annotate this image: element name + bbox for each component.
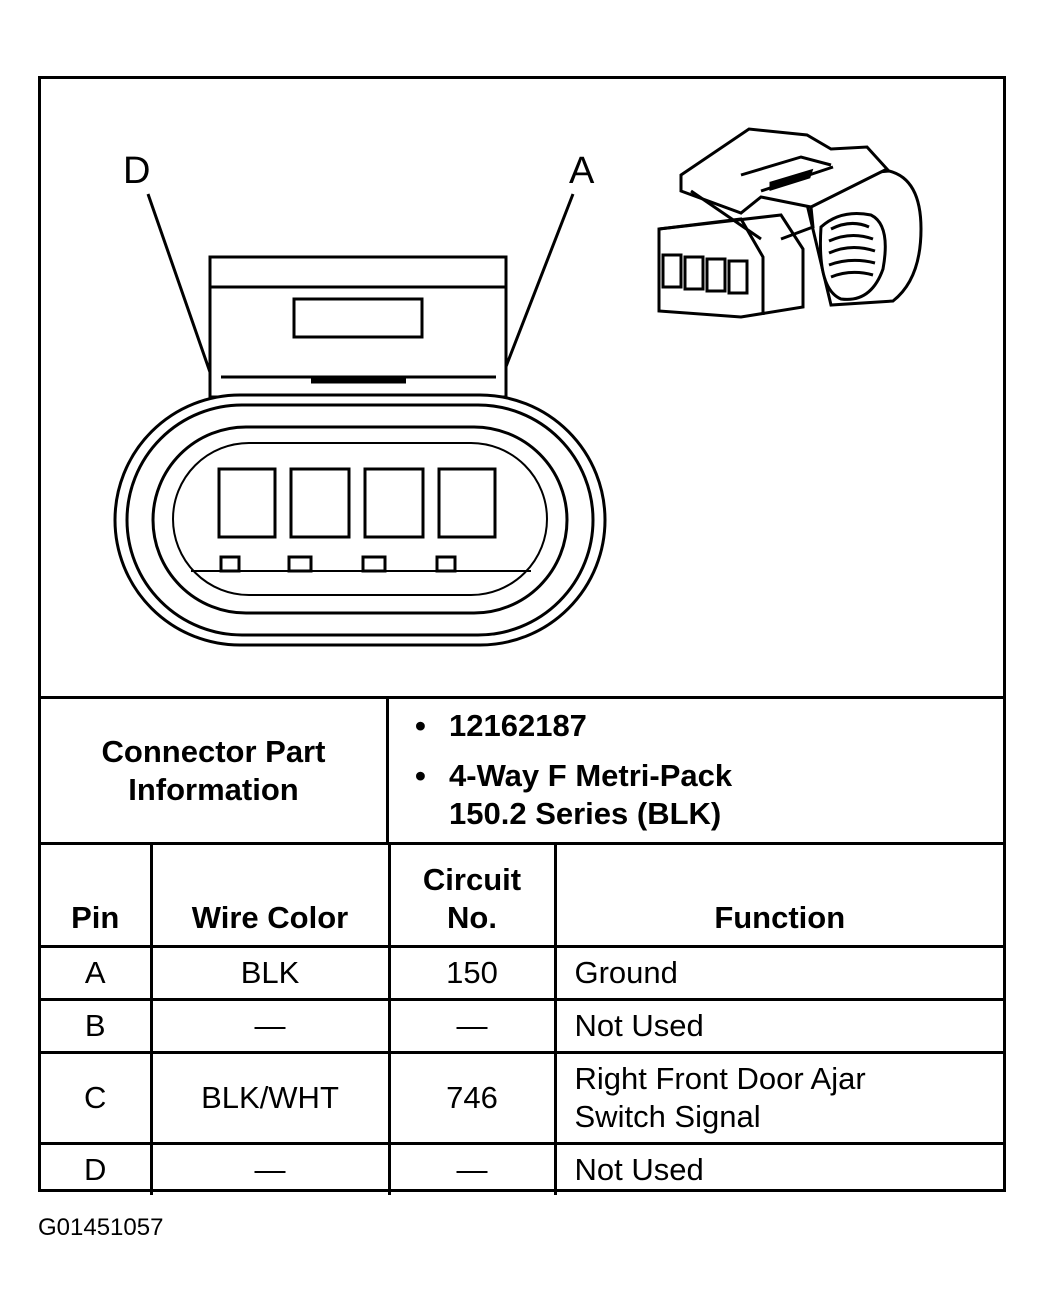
table-row: D — — Not Used xyxy=(41,1142,1003,1195)
pin-cell: D xyxy=(41,1142,153,1195)
figure-id: G01451057 xyxy=(38,1214,164,1241)
function-cell: Not Used xyxy=(553,1142,1003,1195)
header-circuit-line-2: No. xyxy=(447,900,497,935)
pin-cell: A xyxy=(41,945,153,1001)
wire-color-cell: BLK xyxy=(149,945,391,1001)
part-info-label-line-1: Connector Part xyxy=(101,733,326,769)
header-circuit-line-1: Circuit xyxy=(422,862,522,897)
connector-type-line-1: 4-Way F Metri-Pack xyxy=(449,758,733,793)
function-cell: Not Used xyxy=(553,998,1003,1054)
connector-type-line-2: 150.2 Series (BLK) xyxy=(449,796,722,831)
header-function: Function xyxy=(553,842,1003,948)
circuit-cell: — xyxy=(387,998,557,1054)
bullet-icon: • xyxy=(415,758,426,793)
wire-color-cell: — xyxy=(149,998,391,1054)
table-row: B — — Not Used xyxy=(41,998,1003,1054)
connector-part-info-values: • 12162187 • 4-Way F Metri-Pack 150.2 Se… xyxy=(389,699,1003,842)
pin-table: Pin Wire Color Circuit No. Function A BL… xyxy=(41,842,1003,1195)
connector-3d-icon xyxy=(657,127,923,319)
function-line: Not Used xyxy=(574,1152,704,1187)
connector-type-item: • 4-Way F Metri-Pack 150.2 Series (BLK) xyxy=(415,757,1003,833)
function-line-2: Switch Signal xyxy=(574,1099,761,1134)
header-pin: Pin xyxy=(41,842,153,948)
function-line: Not Used xyxy=(574,1008,704,1043)
function-cell: Right Front Door Ajar Switch Signal xyxy=(553,1051,1003,1145)
pin-cell: C xyxy=(41,1051,153,1145)
function-line: Ground xyxy=(574,955,678,990)
part-number-item: • 12162187 xyxy=(415,707,1003,745)
connector-diagram-svg: D A xyxy=(113,127,923,647)
connector-face-icon xyxy=(113,255,607,647)
header-wire-color: Wire Color xyxy=(149,842,391,948)
connector-figure-frame: D A xyxy=(38,76,1006,1195)
wire-color-cell: BLK/WHT xyxy=(149,1051,391,1145)
function-cell: Ground xyxy=(553,945,1003,1001)
header-circuit: Circuit No. xyxy=(387,842,557,948)
pin-cell: B xyxy=(41,998,153,1054)
pin-table-header: Pin Wire Color Circuit No. Function xyxy=(41,842,1003,948)
table-row: A BLK 150 Ground xyxy=(41,945,1003,1001)
pin-callout-d: D xyxy=(123,150,150,192)
connector-part-info-label: Connector Part Information xyxy=(41,699,389,842)
circuit-cell: 150 xyxy=(387,945,557,1001)
pin-callout-a: A xyxy=(569,150,595,192)
circuit-cell: — xyxy=(387,1142,557,1195)
connector-diagram: D A xyxy=(41,79,1003,696)
bullet-icon: • xyxy=(415,708,426,743)
part-info-label-line-2: Information xyxy=(128,771,299,807)
wire-color-cell: — xyxy=(149,1142,391,1195)
function-line-1: Right Front Door Ajar xyxy=(574,1061,866,1096)
part-number: 12162187 xyxy=(449,708,587,743)
connector-part-info: Connector Part Information • 12162187 • … xyxy=(41,696,1003,842)
table-row: C BLK/WHT 746 Right Front Door Ajar Swit… xyxy=(41,1051,1003,1145)
circuit-cell: 746 xyxy=(387,1051,557,1145)
